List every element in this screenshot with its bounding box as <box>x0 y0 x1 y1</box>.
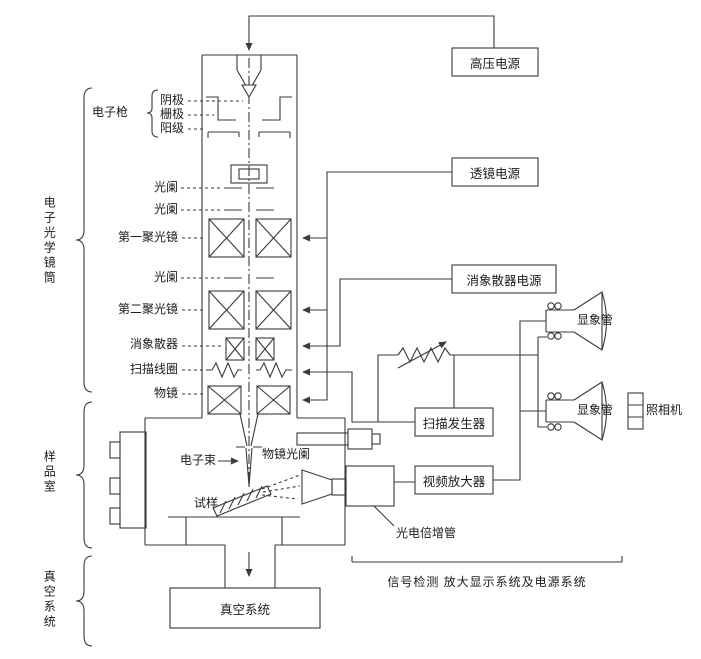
aperture-1-label: 光阑 <box>153 180 178 194</box>
crt-bottom-icon <box>545 380 608 442</box>
wiring <box>245 15 547 481</box>
objective-label: 物镜 <box>153 386 178 400</box>
crt-top-icon <box>545 290 608 352</box>
scan-coils-icon <box>182 361 292 379</box>
crt-bottom-label: 显象管 <box>577 403 614 417</box>
sample-chamber <box>109 417 381 546</box>
camera-icon <box>627 392 644 430</box>
hv-supply-box-label: 高压电源 <box>469 56 520 71</box>
aperture-3-label: 光阑 <box>153 270 178 284</box>
stigmator-label: 消象散器 <box>129 337 178 351</box>
electron-gun-label: 电子枪 <box>92 105 129 119</box>
video-amplifier-box-label: 视频放大器 <box>422 474 486 489</box>
stigmator-supply-box-label: 消象散器电源 <box>466 273 542 288</box>
stigmator-icon <box>182 337 275 361</box>
beam-cone <box>218 413 262 487</box>
specimen-icon <box>212 485 272 517</box>
detector-assembly <box>261 465 415 527</box>
vacuum-system-box-label: 真空系统 <box>219 602 270 617</box>
lens-supply-box-label: 透镜电源 <box>469 166 520 181</box>
electron-beam-label: 电子束 <box>180 453 217 467</box>
section-column-label: 电子光学镜筒 <box>42 196 57 286</box>
anode-label: 阳级 <box>160 121 185 135</box>
condenser-lens-1-icon <box>182 218 292 258</box>
cathode-label: 阴极 <box>160 93 185 107</box>
section-vacuum-label: 真空系统 <box>42 570 57 630</box>
aperture-2-label: 光阑 <box>153 202 178 216</box>
section-chamber-label: 样品室 <box>42 450 57 495</box>
condenser-lens-2-icon <box>182 290 292 330</box>
aperture-icons <box>181 187 274 279</box>
electron-gun-icon <box>188 55 292 184</box>
braces <box>75 87 159 647</box>
caption-bracket <box>351 556 623 563</box>
scan-generator-box-label: 扫描发生器 <box>422 416 486 431</box>
objective-aperture-label: 物镜光阑 <box>262 447 311 461</box>
pm-tube-label: 光电倍增管 <box>396 526 457 540</box>
crt-top-label: 显象管 <box>577 313 614 327</box>
scan-coils-label: 扫描线圈 <box>129 362 178 376</box>
specimen-label: 试样 <box>194 496 219 510</box>
bottom-caption: 信号检测 放大显示系统及电源系统 <box>387 575 587 589</box>
vacuum-outline <box>169 545 321 629</box>
condenser-1-label: 第一聚光镜 <box>118 230 179 244</box>
objective-lens-icon <box>182 385 291 415</box>
condenser-2-label: 第二聚光镜 <box>118 302 179 316</box>
camera-label: 照相机 <box>646 403 683 417</box>
grid-label: 栅极 <box>160 107 185 121</box>
